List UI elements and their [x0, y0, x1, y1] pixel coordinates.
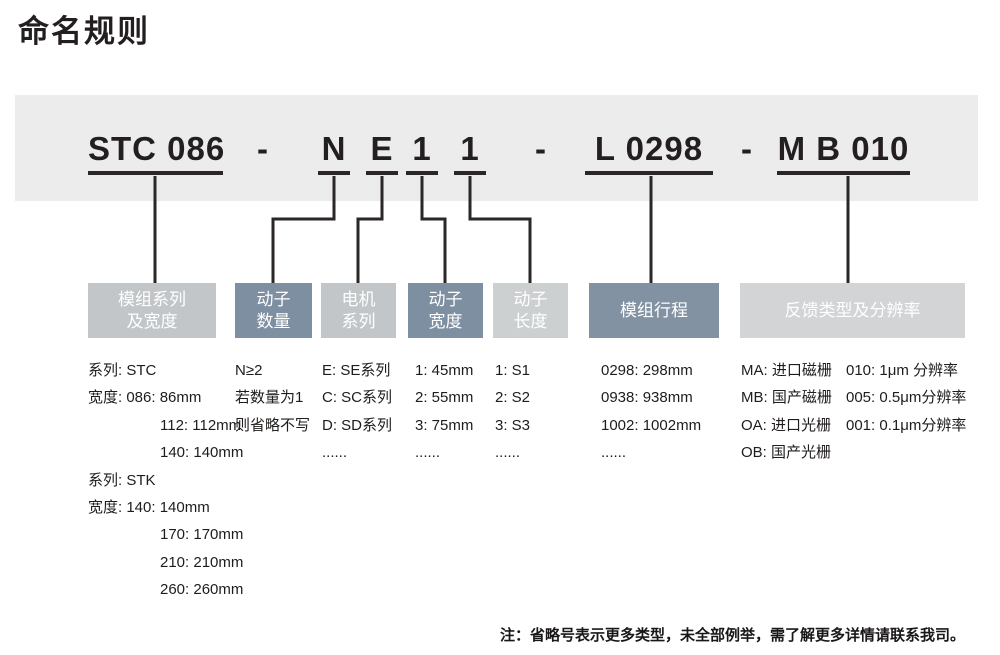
detail-line: 3: 75mm: [415, 416, 474, 434]
detail-line: 系列: STK: [88, 471, 156, 489]
detail-line: 260: 260mm: [160, 581, 244, 599]
box-label: 动子: [428, 289, 463, 309]
detail-line: E: SE系列: [322, 362, 391, 379]
detail-line: 140: 140mm: [160, 444, 244, 462]
box-mover-length: 动子 长度: [493, 283, 568, 338]
detail-line: 1: S1: [495, 362, 531, 379]
detail-line: 则省略不写: [235, 416, 311, 434]
detail-line: 3: S3: [495, 416, 531, 434]
detail-line: 宽度: 086: 86mm: [88, 389, 202, 407]
detail-line: 010: 1μm 分辨率: [846, 362, 959, 379]
detail-line: 1002: 1002mm: [601, 416, 702, 434]
detail-line: 0298: 298mm: [601, 362, 693, 379]
details-module-stroke: 0298: 298mm 0938: 938mm 1002: 1002mm ...…: [601, 357, 701, 467]
ellipsis-more-types: ......: [322, 444, 348, 462]
details-motor-series: E: SE系列 C: SC系列 D: SD系列 ......: [322, 357, 392, 467]
detail-line: MA: 进口磁栅: [741, 362, 832, 379]
model-segment-motor-series: E: [366, 130, 398, 175]
ellipsis-more-types: ......: [415, 444, 441, 462]
detail-line: 系列: STC: [88, 362, 157, 379]
detail-line: 170: 170mm: [160, 526, 244, 544]
details-feedback-type: MA: 进口磁栅 MB: 国产磁栅 OA: 进口光栅 OB: 国产光栅: [741, 357, 832, 467]
details-mover-length: 1: S1 2: S2 3: S3 ......: [495, 357, 530, 467]
detail-line: OB: 国产光栅: [741, 444, 832, 462]
footnote: 注：省略号表示更多类型，未全部例举，需了解更多详情请联系我司。: [499, 627, 965, 644]
box-label: 宽度: [428, 311, 463, 331]
detail-line: 112: 112mm: [160, 416, 242, 434]
details-mover-quantity: N≥2 若数量为1 则省略不写: [235, 357, 310, 439]
box-motor-series: 电机 系列: [321, 283, 396, 338]
model-segment-mover-width: 1: [406, 130, 438, 175]
model-segment-mover-length: 1: [454, 130, 486, 175]
model-separator-1: -: [257, 130, 269, 167]
ellipsis-more-types: ......: [601, 444, 627, 462]
detail-line: 若数量为1: [235, 389, 304, 407]
details-resolution: 010: 1μm 分辨率 005: 0.5μm分辨率 001: 0.1μm分辨率: [846, 357, 966, 439]
detail-line: 1: 45mm: [415, 362, 474, 379]
box-label: 系列: [341, 311, 376, 331]
box-module-stroke: 模组行程: [589, 283, 719, 338]
detail-line: D: SD系列: [322, 416, 393, 434]
box-label: 及宽度: [126, 311, 178, 331]
ellipsis-more-types: ......: [495, 444, 521, 462]
box-module-series-width: 模组系列 及宽度: [88, 283, 216, 338]
model-segment-feedback: M B 010: [777, 130, 910, 175]
box-label: 长度: [513, 311, 548, 331]
box-label: 电机: [341, 289, 376, 309]
detail-line: 2: 55mm: [415, 389, 474, 407]
box-label: 反馈类型及分辨率: [784, 300, 921, 320]
model-segment-stroke: L 0298: [585, 130, 713, 175]
box-label: 动子: [256, 289, 291, 309]
box-label: 动子: [513, 289, 548, 309]
box-label: 数量: [256, 311, 291, 331]
model-segment-series-width: STC 086: [88, 130, 224, 175]
box-mover-width: 动子 宽度: [408, 283, 483, 338]
box-feedback-type-resolution: 反馈类型及分辨率: [740, 283, 965, 338]
detail-line: N≥2: [235, 362, 263, 379]
detail-line: 005: 0.5μm分辨率: [846, 389, 967, 407]
model-segment-mover-quantity: N: [318, 130, 350, 175]
box-label: 模组行程: [620, 300, 688, 320]
model-separator-2: -: [535, 130, 547, 167]
detail-line: MB: 国产磁栅: [741, 389, 832, 407]
details-mover-width: 1: 45mm 2: 55mm 3: 75mm ......: [415, 357, 473, 467]
page-title: 命名规则: [18, 14, 150, 49]
detail-line: C: SC系列: [322, 389, 393, 407]
model-separator-3: -: [741, 130, 753, 167]
detail-line: 2: S2: [495, 389, 531, 407]
detail-line: 0938: 938mm: [601, 389, 693, 407]
box-label: 模组系列: [118, 289, 186, 309]
details-module-series-width: 系列: STC 宽度: 086: 86mm 112: 112mm 140: 14…: [88, 357, 243, 604]
detail-line: 001: 0.1μm分辨率: [846, 416, 967, 434]
box-mover-quantity: 动子 数量: [235, 283, 312, 338]
detail-line: OA: 进口光栅: [741, 416, 832, 434]
detail-line: 210: 210mm: [160, 553, 244, 571]
detail-line: 宽度: 140: 140mm: [88, 499, 210, 517]
